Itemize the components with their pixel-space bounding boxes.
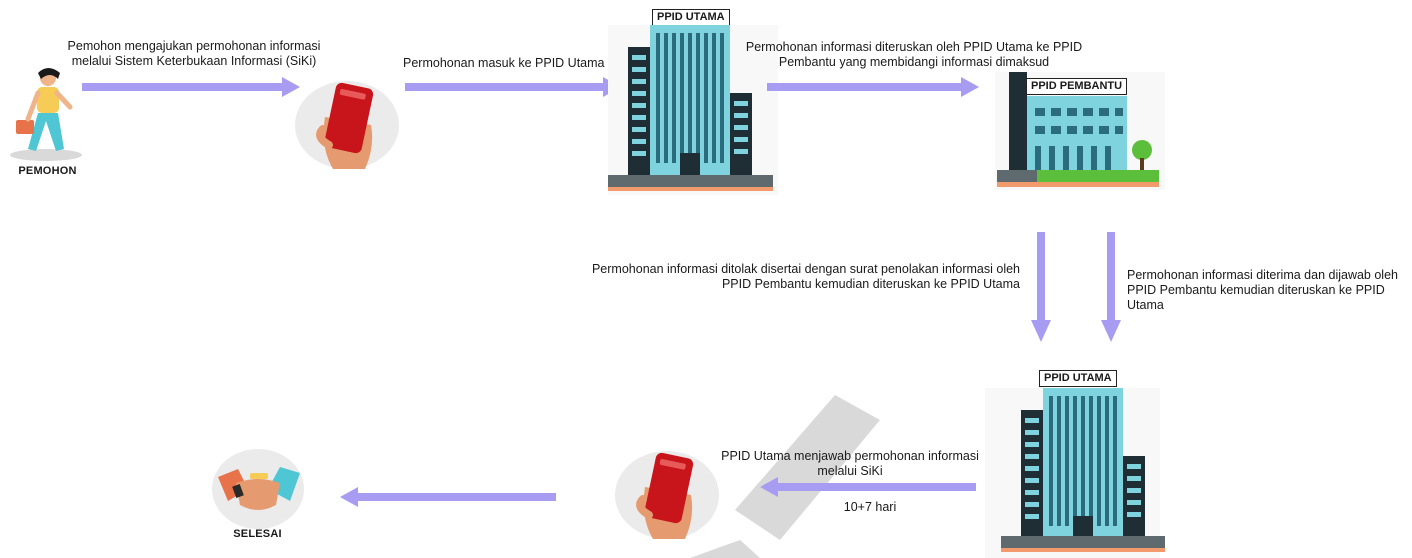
hand-phone-icon: [295, 81, 399, 169]
office-building-icon: [608, 25, 778, 195]
person-walking-icon: [10, 68, 82, 161]
arrow-right-1: [82, 77, 300, 97]
selesai-label: SELESAI: [233, 528, 282, 540]
ppid-utama-top-label: PPID UTAMA: [652, 9, 730, 26]
accepted-text: Permohonan informasi diterima dan dijawa…: [1127, 268, 1398, 312]
answer-text: PPID Utama menjawab permohonan informasi…: [721, 449, 979, 478]
pemohon-label: PEMOHON: [18, 165, 77, 177]
office-building-icon: [985, 388, 1165, 558]
step2-text: Permohonan masuk ke PPID Utama: [403, 56, 605, 70]
rejected-text: Permohonan informasi ditolak disertai de…: [591, 262, 1020, 291]
arrow-right-3: [767, 77, 979, 97]
arrow-left-1: [760, 477, 976, 497]
arrow-right-2: [405, 77, 621, 97]
arrow-down-accepted: [1101, 232, 1121, 342]
handshake-icon: [212, 449, 304, 529]
arrow-down-rejected: [1031, 232, 1051, 342]
hand-phone-icon: [615, 451, 719, 539]
step3-text: Permohonan informasi diteruskan oleh PPI…: [745, 40, 1083, 69]
ppid-utama-bottom-label: PPID UTAMA: [1039, 370, 1117, 387]
arrow-left-2: [340, 487, 556, 507]
office-building-icon: [995, 72, 1165, 190]
ppid-pembantu-label: PPID PEMBANTU: [1026, 78, 1128, 95]
duration-text: 10+7 hari: [843, 500, 897, 514]
step1-text: Pemohon mengajukan permohonan informasi …: [67, 39, 321, 68]
